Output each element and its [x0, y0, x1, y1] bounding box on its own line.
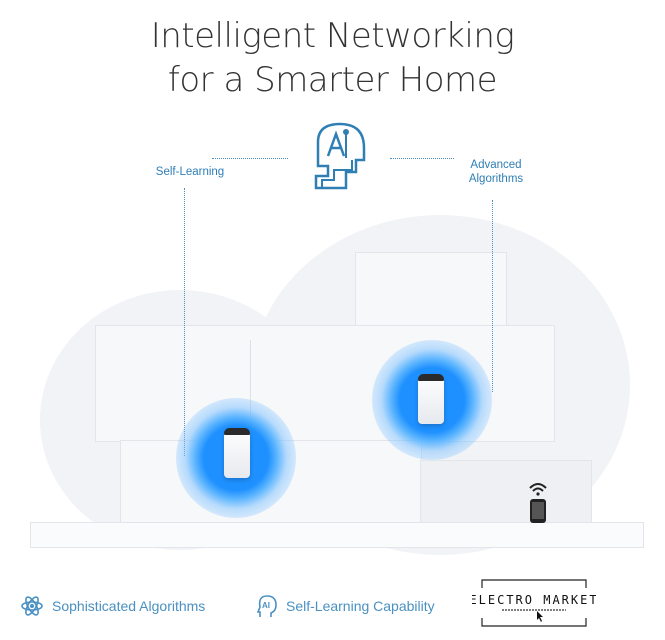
label-line: Algorithms: [468, 173, 524, 185]
smartphone-wifi-icon: [529, 483, 547, 523]
house-attic: [355, 252, 507, 334]
electro-market-logo: ELECTRO MARKET: [472, 579, 596, 627]
headline-line-2: for a Smarter Home: [167, 60, 498, 100]
svg-text:ELECTRO MARKET: ELECTRO MARKET: [472, 593, 596, 607]
wall-divider: [250, 340, 251, 440]
garage: [420, 460, 592, 527]
connector-right-vertical: [492, 200, 493, 392]
mesh-router-icon: [224, 428, 250, 478]
feature-label: Sophisticated Algorithms: [52, 598, 206, 614]
svg-text:AI: AI: [262, 601, 270, 610]
headline: Intelligent Networking for a Smarter Hom…: [0, 14, 665, 102]
ai-head-icon: AI: [256, 595, 277, 617]
connector-right: [390, 158, 454, 159]
connector-left-vertical: [184, 188, 185, 456]
advanced-algorithms-label: Advanced Algorithms: [456, 158, 536, 186]
headline-line-1: Intelligent Networking: [150, 16, 515, 56]
ai-head-icon: [314, 122, 366, 190]
feature-label: Self-Learning Capability: [286, 598, 435, 614]
connector-left: [212, 158, 288, 159]
label-line: Advanced: [470, 159, 522, 171]
house-base: [30, 522, 644, 548]
self-learning-label: Self-Learning: [155, 166, 225, 178]
feature-self-learning: AI Self-Learning Capability: [256, 594, 435, 618]
atom-icon: [21, 596, 43, 616]
mesh-router-icon: [418, 374, 444, 424]
feature-sophisticated-algorithms: Sophisticated Algorithms: [20, 594, 205, 618]
